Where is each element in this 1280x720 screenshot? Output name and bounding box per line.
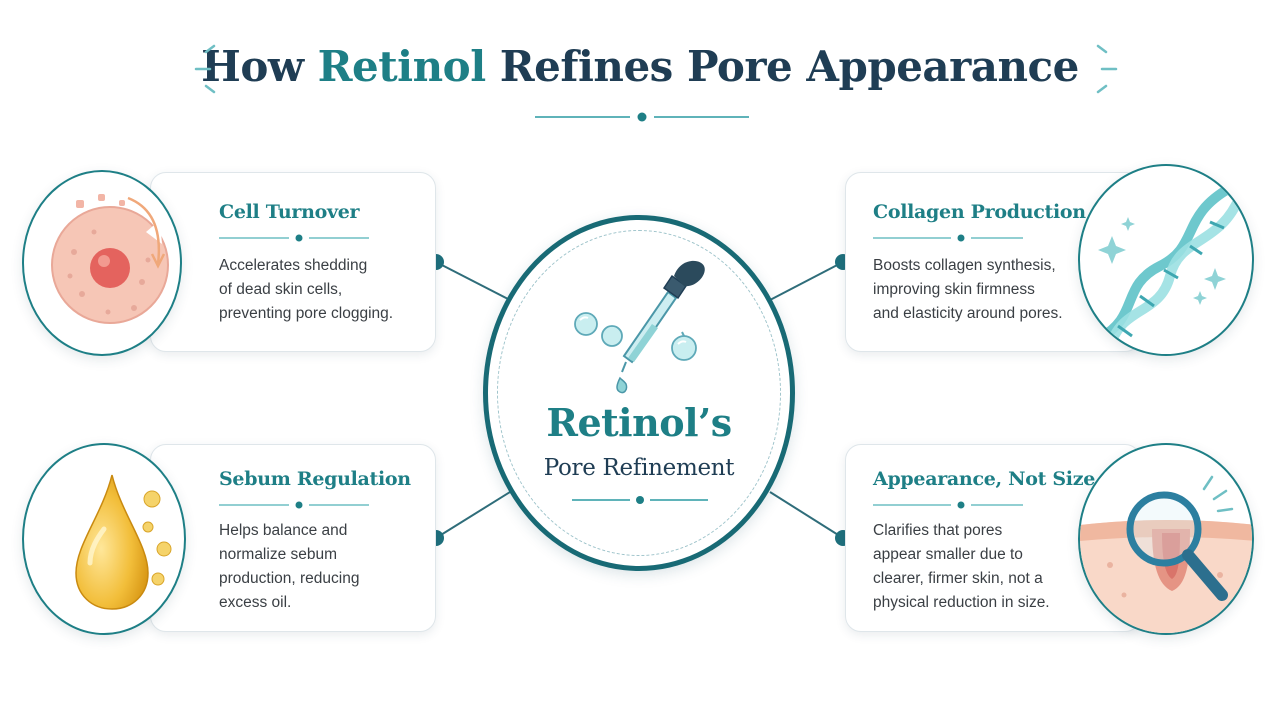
card-cell-turnover: Cell Turnover Accelerates shedding of de… (150, 172, 436, 352)
card-line: excess oil. (219, 594, 292, 611)
title-divider (535, 112, 749, 122)
left-spark-icon (194, 44, 216, 94)
center-title: Retinol’s (546, 400, 732, 445)
card-divider (873, 234, 1023, 242)
title-prefix: How (201, 42, 318, 91)
title-accent: Retinol (317, 42, 487, 91)
card-divider (219, 234, 369, 242)
page-title: How Retinol Refines Pore Appearance (201, 42, 1079, 91)
dropper-icon (574, 260, 705, 394)
title-area: How Retinol Refines Pore Appearance (0, 42, 1280, 91)
card-line: and elasticity around pores. (873, 305, 1063, 322)
card-description: Boosts collagen synthesis, improving ski… (873, 254, 1063, 326)
magnifier-pore-icon (1078, 443, 1254, 635)
card-description: Accelerates shedding of dead skin cells,… (219, 254, 393, 326)
card-description: Clarifies that pores appear smaller due … (873, 519, 1050, 615)
card-title: Appearance, Not Size (873, 468, 1095, 490)
card-line: clearer, firmer skin, not a (873, 570, 1043, 587)
card-line: Accelerates shedding (219, 257, 368, 274)
center-subtitle: Pore Refinement (543, 455, 735, 481)
oil-drop-icon (22, 443, 186, 635)
card-sebum-regulation: Sebum Regulation Helps balance and norma… (150, 444, 436, 632)
skin-cell-icon (22, 170, 182, 356)
card-description: Helps balance and normalize sebum produc… (219, 519, 359, 615)
card-title: Sebum Regulation (219, 468, 411, 490)
card-line: normalize sebum (219, 546, 338, 563)
card-line: production, reducing (219, 570, 360, 587)
card-line: of dead skin cells, (219, 281, 343, 298)
card-line: physical reduction in size. (873, 594, 1050, 611)
card-line: Boosts collagen synthesis, (873, 257, 1056, 274)
title-suffix: Refines Pore Appearance (485, 42, 1080, 91)
card-divider (219, 501, 369, 509)
card-line: preventing pore clogging. (219, 305, 394, 322)
card-title: Cell Turnover (219, 201, 360, 223)
center-divider (572, 496, 708, 504)
card-line: Helps balance and (219, 522, 348, 539)
collagen-helix-icon (1078, 164, 1254, 356)
center-inner-ring (497, 230, 781, 556)
card-line: appear smaller due to (873, 546, 1023, 563)
card-line: Clarifies that pores (873, 522, 1003, 539)
card-line: improving skin firmness (873, 281, 1035, 298)
right-spark-icon (1096, 44, 1118, 94)
card-divider (873, 501, 1023, 509)
card-title: Collagen Production (873, 201, 1086, 223)
